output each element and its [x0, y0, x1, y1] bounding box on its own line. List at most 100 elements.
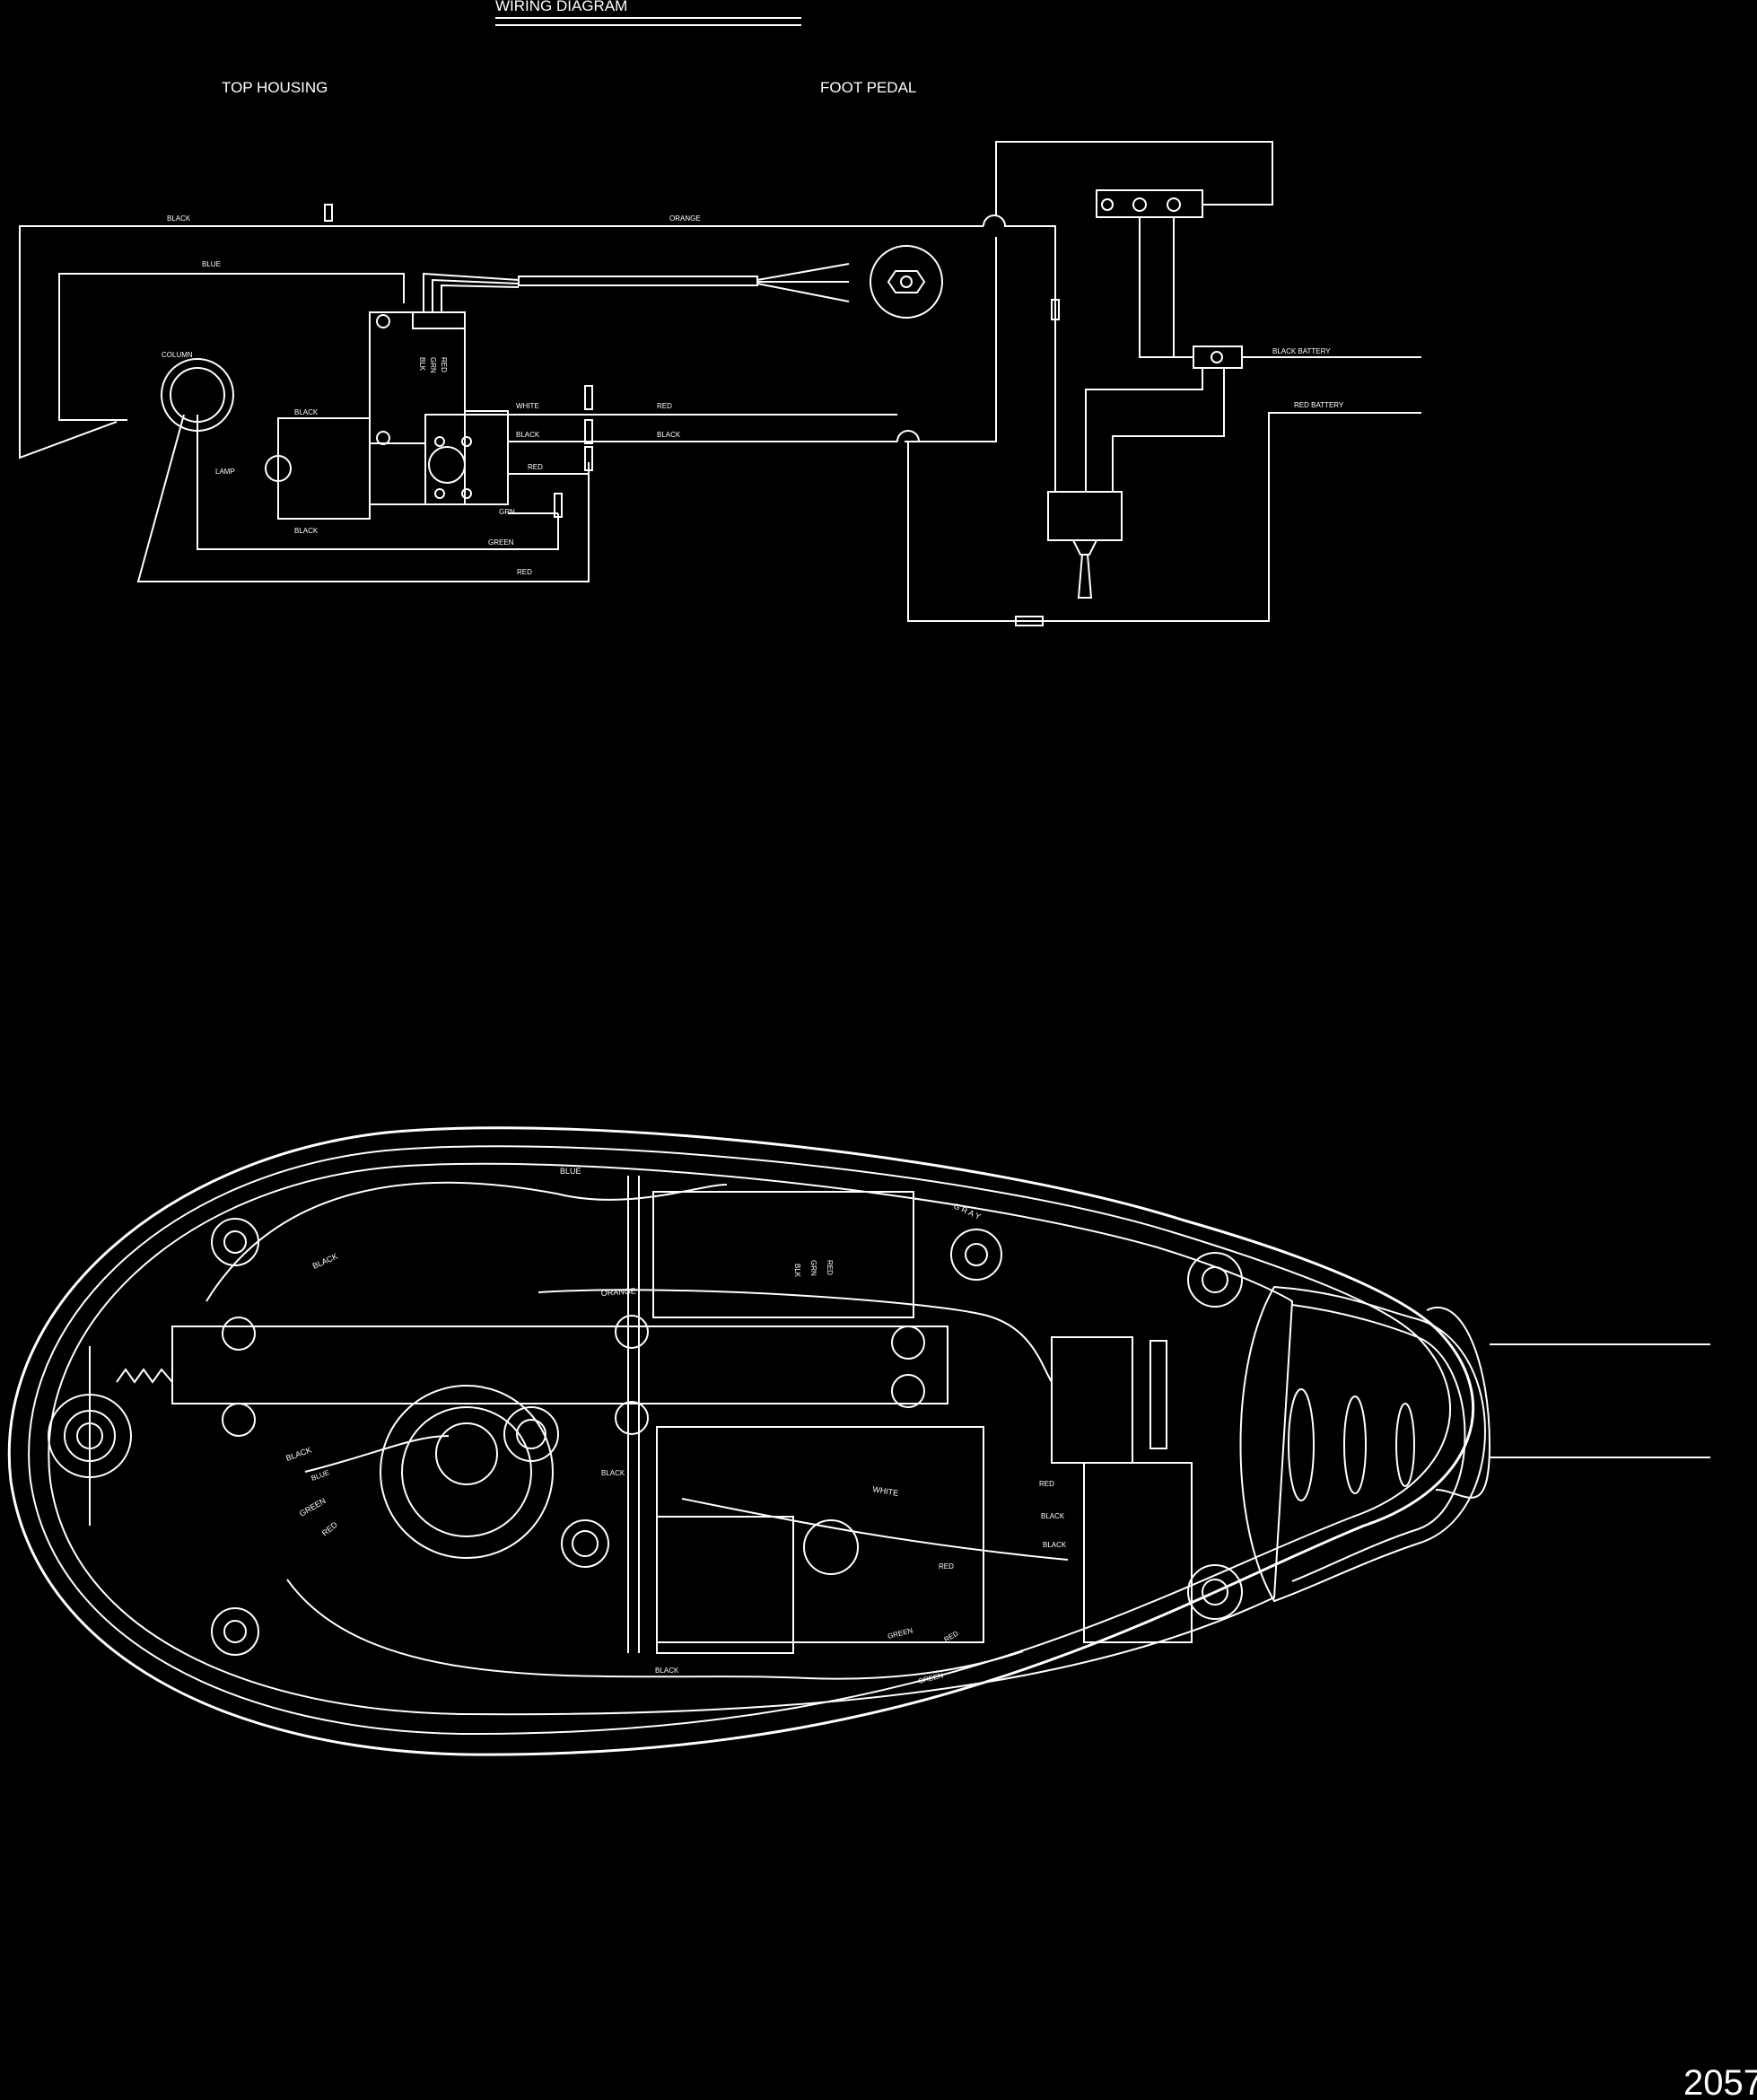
- black-wire-hop: [896, 430, 920, 442]
- lamp-label: LAMP: [215, 468, 235, 476]
- pot-lead-3: [441, 284, 520, 312]
- label-red-right: RED: [657, 402, 672, 410]
- screw-boss-hole: [223, 1620, 247, 1643]
- motor-gear-outer: [380, 1385, 554, 1559]
- housing-shell-3: [48, 1162, 1294, 1716]
- foot-pedal-heading: FOOT PEDAL: [820, 79, 916, 96]
- diagram-title: WIRING DIAGRAM: [495, 0, 627, 14]
- relay-terminal-3: [434, 488, 445, 499]
- motor-gear-inner: [401, 1406, 532, 1537]
- inline-connector-top: [324, 204, 333, 222]
- bar-screw: [615, 1401, 649, 1435]
- housing-label-black-bottom: BLACK: [655, 1667, 679, 1675]
- housing-label-green-center: GREEN: [887, 1626, 913, 1641]
- lamp-frame: [277, 417, 371, 520]
- label-red-battery: RED BATTERY: [1294, 401, 1344, 409]
- screw-boss: [211, 1607, 259, 1656]
- screw-boss: [211, 1218, 259, 1266]
- connector-stack: [1083, 1462, 1193, 1643]
- screw-boss: [1187, 1252, 1243, 1308]
- label-black-mid: BLACK: [516, 431, 540, 439]
- blue-wire: [58, 273, 405, 421]
- housing-label-black-right-1: BLACK: [1041, 1512, 1065, 1520]
- housing-label-red-center: RED: [939, 1562, 954, 1571]
- pot-cable: [518, 276, 758, 286]
- wire-bundle-2: [286, 1579, 1024, 1680]
- gear-rack: [116, 1368, 173, 1384]
- switch-toggle: [1077, 554, 1093, 599]
- spade-terminals: [554, 385, 593, 518]
- pot-shaft: [900, 276, 913, 288]
- bar-screws: [222, 1315, 925, 1437]
- pcb-outline: [369, 311, 466, 505]
- spade-terminal: [584, 446, 593, 471]
- label-red-mid: RED: [528, 463, 543, 471]
- screw-boss: [950, 1229, 1002, 1281]
- top-housing-drawing: BLUE BLACK ORANGE BLK GRN RED G R A Y BL…: [7, 1126, 1710, 1756]
- green-wire: [197, 415, 559, 550]
- bar-screw: [891, 1326, 925, 1360]
- terminal-strip: [1096, 189, 1203, 218]
- pot-fan-1: [756, 263, 850, 281]
- potentiometer: [870, 245, 943, 319]
- relay-terminal-4: [461, 488, 472, 499]
- bar-screw: [222, 1403, 256, 1437]
- label-black-lamp: BLACK: [294, 408, 319, 416]
- pot-lead-1: [423, 272, 520, 312]
- housing-label-black-lower: BLACK: [284, 1445, 312, 1462]
- foot-pedal-frame: [995, 141, 1273, 215]
- label-black-battery: BLACK BATTERY: [1272, 347, 1331, 355]
- housing-label-black-right-2: BLACK: [1043, 1541, 1067, 1549]
- orange-wire-hop: [983, 214, 1056, 485]
- battery-junction: [1193, 346, 1243, 369]
- relay-terminal-2: [461, 436, 472, 447]
- housing-label-red-right: RED: [1039, 1480, 1054, 1488]
- pcb-upper: [652, 1191, 914, 1318]
- screw-bosses: [211, 1218, 1243, 1656]
- housing-label-grn: GRN: [809, 1260, 817, 1276]
- bar-screw: [222, 1317, 256, 1351]
- switch-feed: [1085, 368, 1203, 492]
- pedal-switch: [1047, 491, 1123, 541]
- inline-fuse-bottom: [1015, 616, 1044, 626]
- pcb-hole-mid: [376, 431, 390, 445]
- housing-label-white: WHITE: [872, 1484, 899, 1498]
- wire-clip: [561, 1519, 609, 1568]
- relay-block: [424, 414, 509, 505]
- housing-label-red: RED: [826, 1260, 834, 1275]
- bar-screw: [891, 1374, 925, 1408]
- screw-boss-hole: [1202, 1579, 1228, 1606]
- nose-tip: [1426, 1307, 1491, 1499]
- top-housing-heading: TOP HOUSING: [222, 79, 328, 96]
- pcb-hole-top: [376, 314, 390, 328]
- page-number: 2057: [1683, 2063, 1757, 2100]
- housing-label-black: BLACK: [311, 1252, 339, 1271]
- cable-tie: [1149, 1340, 1167, 1449]
- junction-to-switch: [1112, 368, 1225, 492]
- housing-outer-shell: [7, 1126, 1475, 1756]
- spade-terminal: [584, 385, 593, 410]
- steering-bar: [171, 1326, 948, 1404]
- terminal-screw-2: [1132, 197, 1147, 212]
- column-label: COLUMN: [162, 351, 193, 359]
- lamp-bulb: [265, 455, 292, 482]
- wire-clamp: [1051, 1336, 1133, 1464]
- terminal-screw-1: [1101, 198, 1114, 211]
- relay-coil: [428, 446, 466, 484]
- idler-gear: [503, 1406, 559, 1462]
- pcb-connector: [412, 311, 466, 329]
- wire-bundle-1: [205, 1181, 728, 1302]
- idler-gear-hole: [516, 1419, 546, 1449]
- orange-wire-right: [905, 237, 997, 442]
- red-wire-bottom: [136, 414, 590, 582]
- nose-cone-inner: [1291, 1304, 1466, 1582]
- switch-bushing: [1071, 539, 1098, 556]
- housing-label-red-lower: RED: [320, 1519, 339, 1537]
- spade-terminal: [554, 493, 563, 518]
- relay-terminal-1: [434, 436, 445, 447]
- screw-boss-hole: [1202, 1266, 1228, 1293]
- label-black-right: BLACK: [657, 431, 681, 439]
- motor-hub: [435, 1422, 498, 1485]
